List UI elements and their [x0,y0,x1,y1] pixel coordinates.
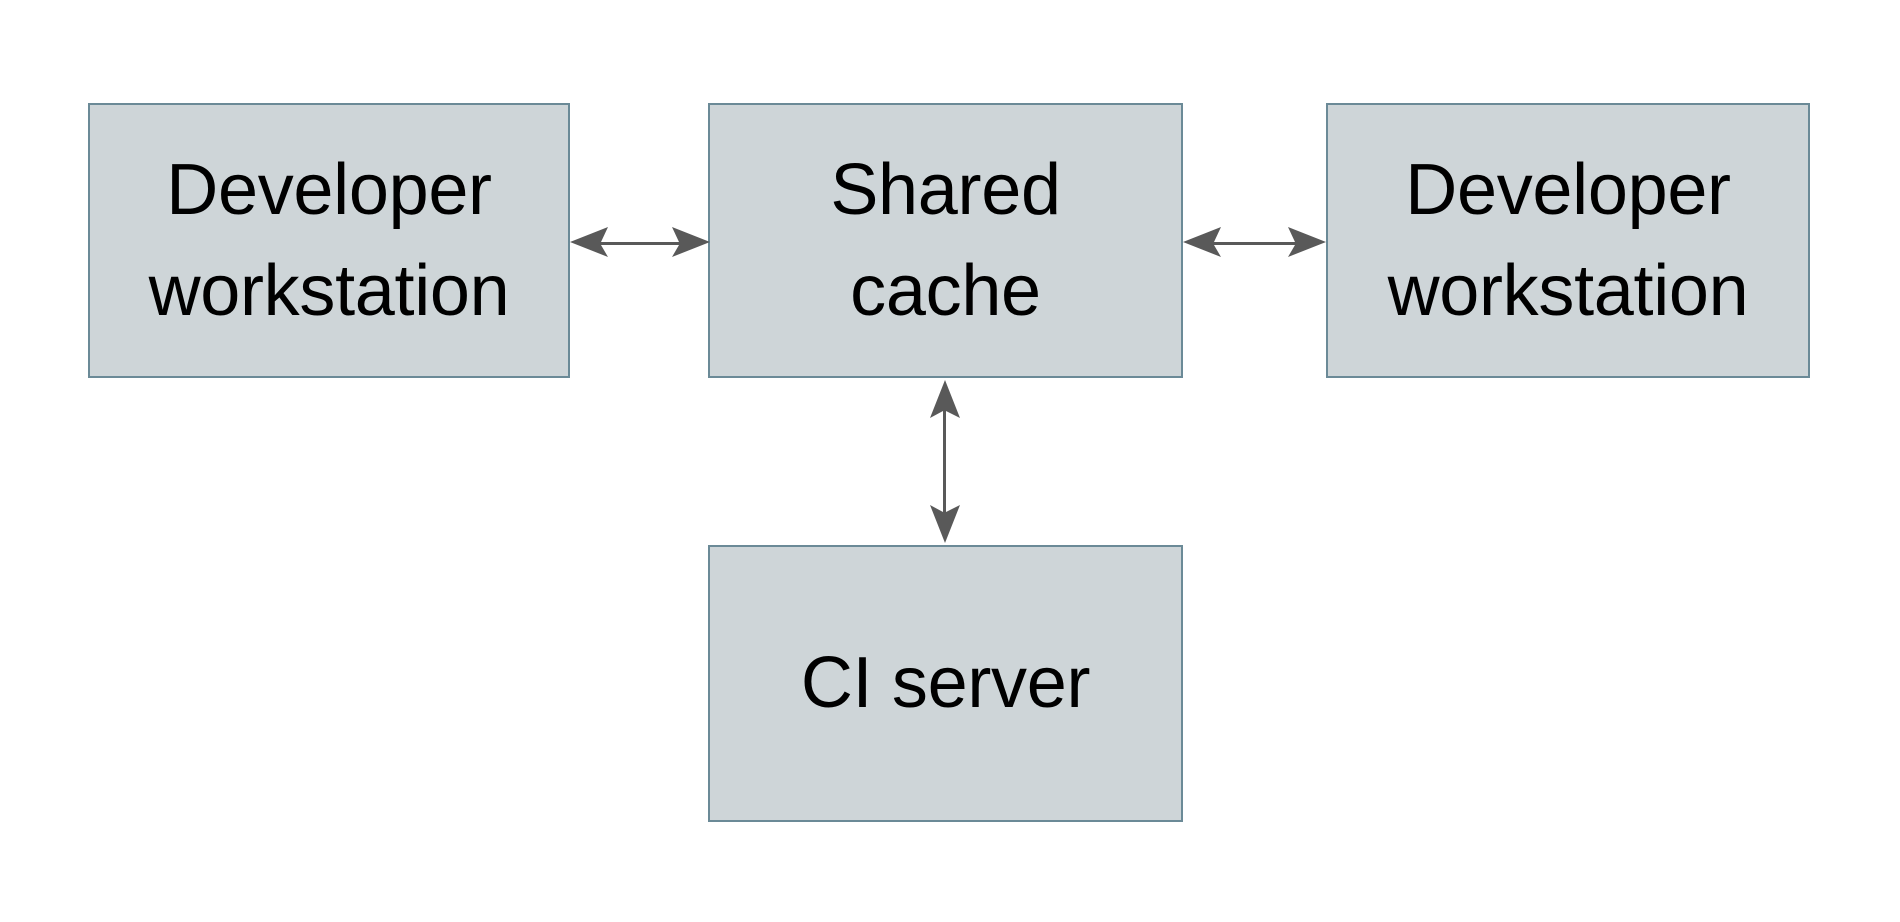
edge-shared-cache-to-developer-workstation-right [1181,213,1328,271]
node-developer-workstation-left[interactable]: Developer workstation [88,103,570,378]
double-arrow-horizontal-icon [1183,227,1326,257]
node-developer-workstation-right[interactable]: Developer workstation [1326,103,1810,378]
node-label: Shared cache [830,150,1061,331]
node-shared-cache[interactable]: Shared cache [708,103,1183,378]
node-label: Developer workstation [1387,150,1749,331]
edge-developer-workstation-left-to-shared-cache [568,213,712,271]
double-arrow-horizontal-icon [570,227,710,257]
double-arrow-vertical-icon [930,380,960,543]
node-label: CI server [800,643,1091,724]
node-ci-server[interactable]: CI server [708,545,1183,822]
node-label: Developer workstation [148,150,510,331]
edge-shared-cache-to-ci-server [916,378,974,545]
